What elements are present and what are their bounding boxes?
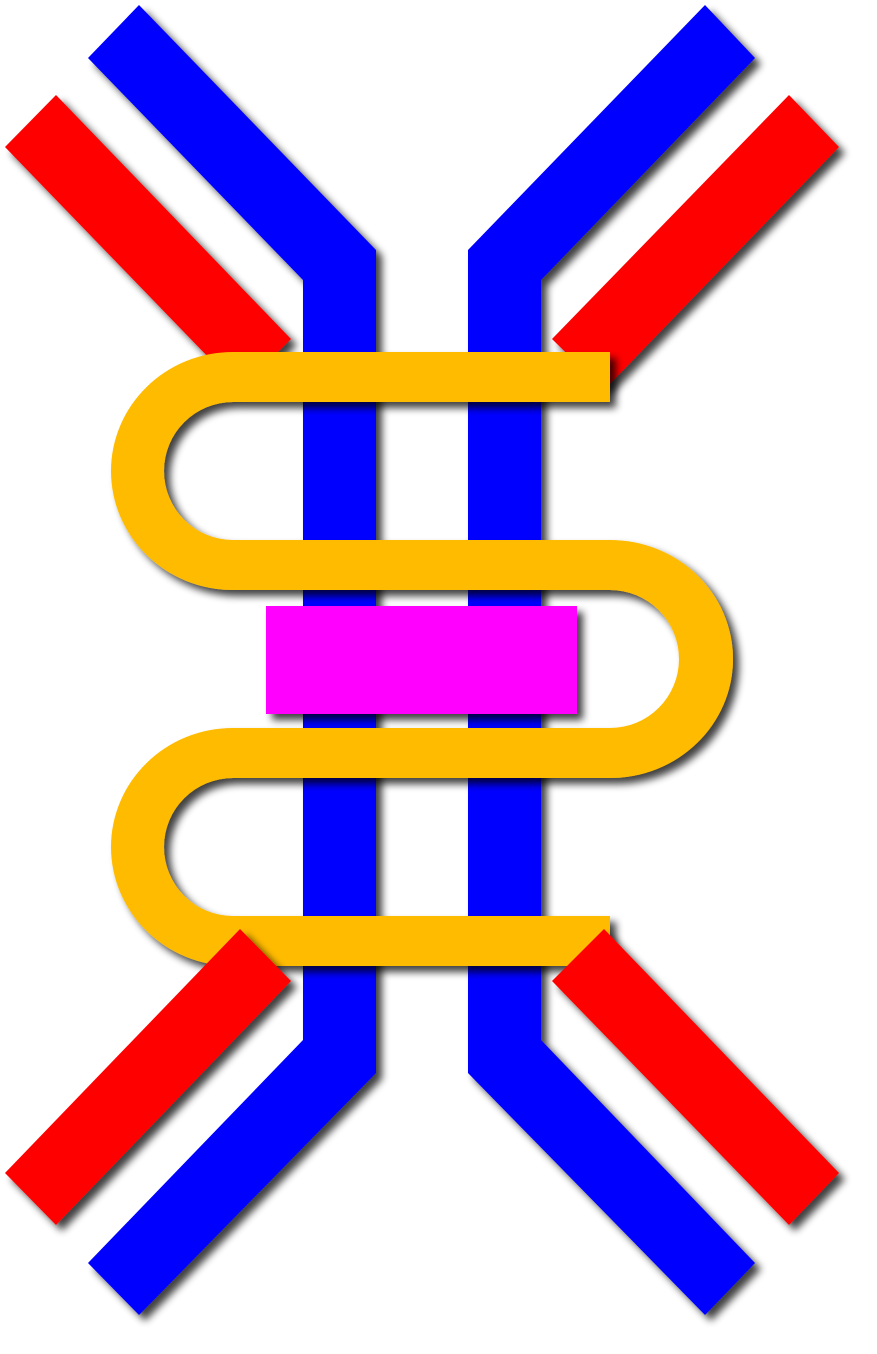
linker-loop-left-lower: [111, 728, 233, 966]
light-chain-top-right: [552, 95, 839, 390]
core-block: [266, 606, 577, 714]
heavy-chain-right: [468, 5, 755, 1315]
linker-bar-4: [233, 916, 610, 966]
light-chain-bottom-left: [5, 929, 291, 1225]
heavy-chain-left: [88, 5, 376, 1315]
linker-bar-2: [233, 540, 610, 590]
linker-bar-3: [233, 728, 610, 778]
linker-serpentine: [111, 352, 733, 966]
light-chain-top-left: [5, 95, 291, 390]
linker-loop-left-upper: [111, 352, 233, 590]
linker-loop-right: [610, 540, 733, 778]
linker-bar-1: [233, 352, 610, 402]
light-chain-bottom-right: [552, 929, 839, 1225]
